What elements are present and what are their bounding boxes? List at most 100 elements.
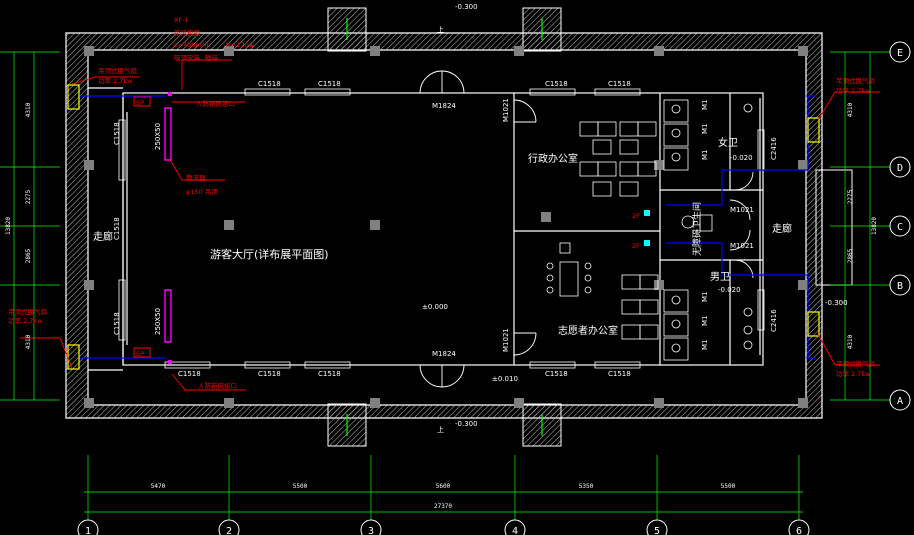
stall-3: M1 (701, 150, 709, 161)
door-admin: M1021 (502, 98, 510, 122)
left-dim-2: 2275 (25, 189, 32, 204)
window-side-2: C1518 (113, 217, 121, 240)
right-dim-1: 4310 (847, 102, 854, 117)
up-arrows (346, 18, 543, 436)
volunteer-office-label: 志愿者办公室 (558, 324, 618, 337)
level-top: -0.300 (455, 3, 478, 11)
up-arrow-label-2: 上 (437, 425, 444, 434)
door-volunteer: M1021 (502, 328, 510, 352)
hvac-ducts (78, 95, 816, 359)
window-top-3: C1518 (545, 80, 568, 88)
hvac-fan-label-br-2: 功率 2.7kw (836, 369, 871, 378)
hvac-fan-label-bl: 吊顶式换气扇 (8, 307, 47, 316)
door-accessible-2: M1021 (730, 242, 754, 250)
right-dim-3: 2865 (847, 248, 854, 263)
stall-6: M1 (701, 340, 709, 351)
stall-5: M1 (701, 316, 709, 327)
door-accessible-1: M1021 (730, 206, 754, 214)
hvac-unit-line-1: 新风机组 (174, 28, 201, 37)
windows (118, 88, 765, 369)
bay-dim-4: 5350 (579, 483, 594, 490)
hvac-fan-label-br: 吊顶式换气扇 (836, 359, 875, 368)
hvac-fan-tag-bottom: SP (136, 350, 144, 358)
hvac-leaders (20, 59, 880, 391)
bay-dim-3: 5600 (436, 483, 451, 490)
door-bottom-main: M1824 (432, 350, 456, 358)
level-mens: -0.020 (718, 286, 741, 294)
corridor-left-label: 走廊 (93, 230, 113, 243)
hvac-unit-line-4: 吸顶安装 (174, 53, 201, 62)
hall-label: 游客大厅(详布展平面图) (210, 247, 329, 261)
left-dim-3: 2865 (25, 248, 32, 263)
office-furniture (546, 121, 659, 340)
exterior-wall (65, 7, 853, 447)
hvac-unit-line-5: 静音 (205, 53, 219, 62)
level-womens: -0.020 (730, 154, 753, 162)
hvac-fan-label-bl-2: 功率 2.7kw (8, 316, 43, 325)
hvac-fan-label-tl: 吊顶式换气扇 (98, 66, 137, 75)
bay-dim-2: 5500 (293, 483, 308, 490)
window-top-2: C1518 (318, 80, 341, 88)
structural-columns (84, 46, 808, 408)
grid-lines (0, 51, 890, 520)
admin-office-label: 行政办公室 (528, 152, 578, 165)
hvac-return-bottom: 人防新风接口 (198, 381, 237, 390)
window-wc-1: C2416 (770, 137, 778, 160)
mens-wc-label: 男卫 (710, 271, 730, 283)
hvac-diffuser-note-2: φ150 吊顶 (186, 188, 218, 196)
window-side-1: C1518 (113, 122, 121, 145)
level-entrance: ±0.010 (492, 375, 518, 383)
grid-row-a: A (897, 396, 903, 407)
hvac-diffuser-note-1: 散流器 (186, 173, 206, 182)
left-dim-4: 4310 (25, 334, 32, 349)
window-bottom-2: C1518 (258, 370, 281, 378)
grid-col-5: 5 (654, 526, 660, 535)
doors (419, 70, 754, 388)
total-dim: 27370 (434, 503, 452, 510)
level-right-step: -0.300 (825, 299, 848, 307)
right-dim-2: 2275 (847, 189, 854, 204)
right-dim-4: 4310 (847, 334, 854, 349)
grid-row-d: D (897, 163, 903, 174)
hvac-duct-top: 250X50 (154, 123, 162, 150)
grid-col-4: 4 (512, 526, 518, 535)
hvac-fan-tag-top: SP (136, 99, 144, 107)
hvac-unit-line-2: L=450m³/h (174, 41, 211, 49)
interior-walls (88, 87, 764, 371)
womens-wc-label: 女卫 (718, 136, 738, 149)
hvac-return-top: 人防新风接口 (196, 99, 235, 108)
hvac-fan-label-tr-2: 功率 2.7kw (836, 86, 871, 95)
toilet-fixtures (663, 99, 753, 361)
grid-col-2: 2 (226, 526, 232, 535)
window-bottom-4: C1518 (545, 370, 568, 378)
grid-col-6: 6 (796, 526, 802, 535)
up-arrow-label-1: 上 (437, 25, 444, 34)
window-bottom-1: C1518 (178, 370, 201, 378)
bay-dim-5: 5500 (721, 483, 736, 490)
hvac-fan-label-tl-2: 功率 2.7kw (98, 76, 133, 85)
corridor-right-label: 走廊 (772, 222, 792, 235)
stall-2: M1 (701, 124, 709, 135)
window-side-3: C1518 (113, 312, 121, 335)
left-total: 13820 (5, 217, 12, 235)
window-bottom-5: C1518 (608, 370, 631, 378)
level-bottom: -0.300 (455, 420, 478, 428)
hvac-unit-line-3: N=120w (226, 41, 255, 49)
grid-bubbles (77, 41, 911, 535)
grid-col-1: 1 (85, 526, 91, 535)
hvac-exhaust-bottom: 2F (632, 242, 640, 250)
hvac-exhaust-top: 2F (632, 212, 640, 220)
hvac-duct-bottom: 250X50 (154, 308, 162, 335)
bay-dim-1: 5470 (151, 483, 166, 490)
grid-row-c: C (897, 222, 903, 233)
hvac-fan-label-tr: 吊顶式换气扇 (836, 76, 875, 85)
hvac-unit-tag: XF-1 (174, 16, 189, 24)
grid-col-3: 3 (368, 526, 374, 535)
window-wc-2: C2416 (770, 309, 778, 332)
right-total: 13820 (871, 217, 878, 235)
accessible-wc-label: 无障碍卫生间 (691, 202, 703, 256)
stall-4: M1 (701, 292, 709, 303)
window-top-4: C1518 (608, 80, 631, 88)
level-hall: ±0.000 (422, 303, 448, 311)
